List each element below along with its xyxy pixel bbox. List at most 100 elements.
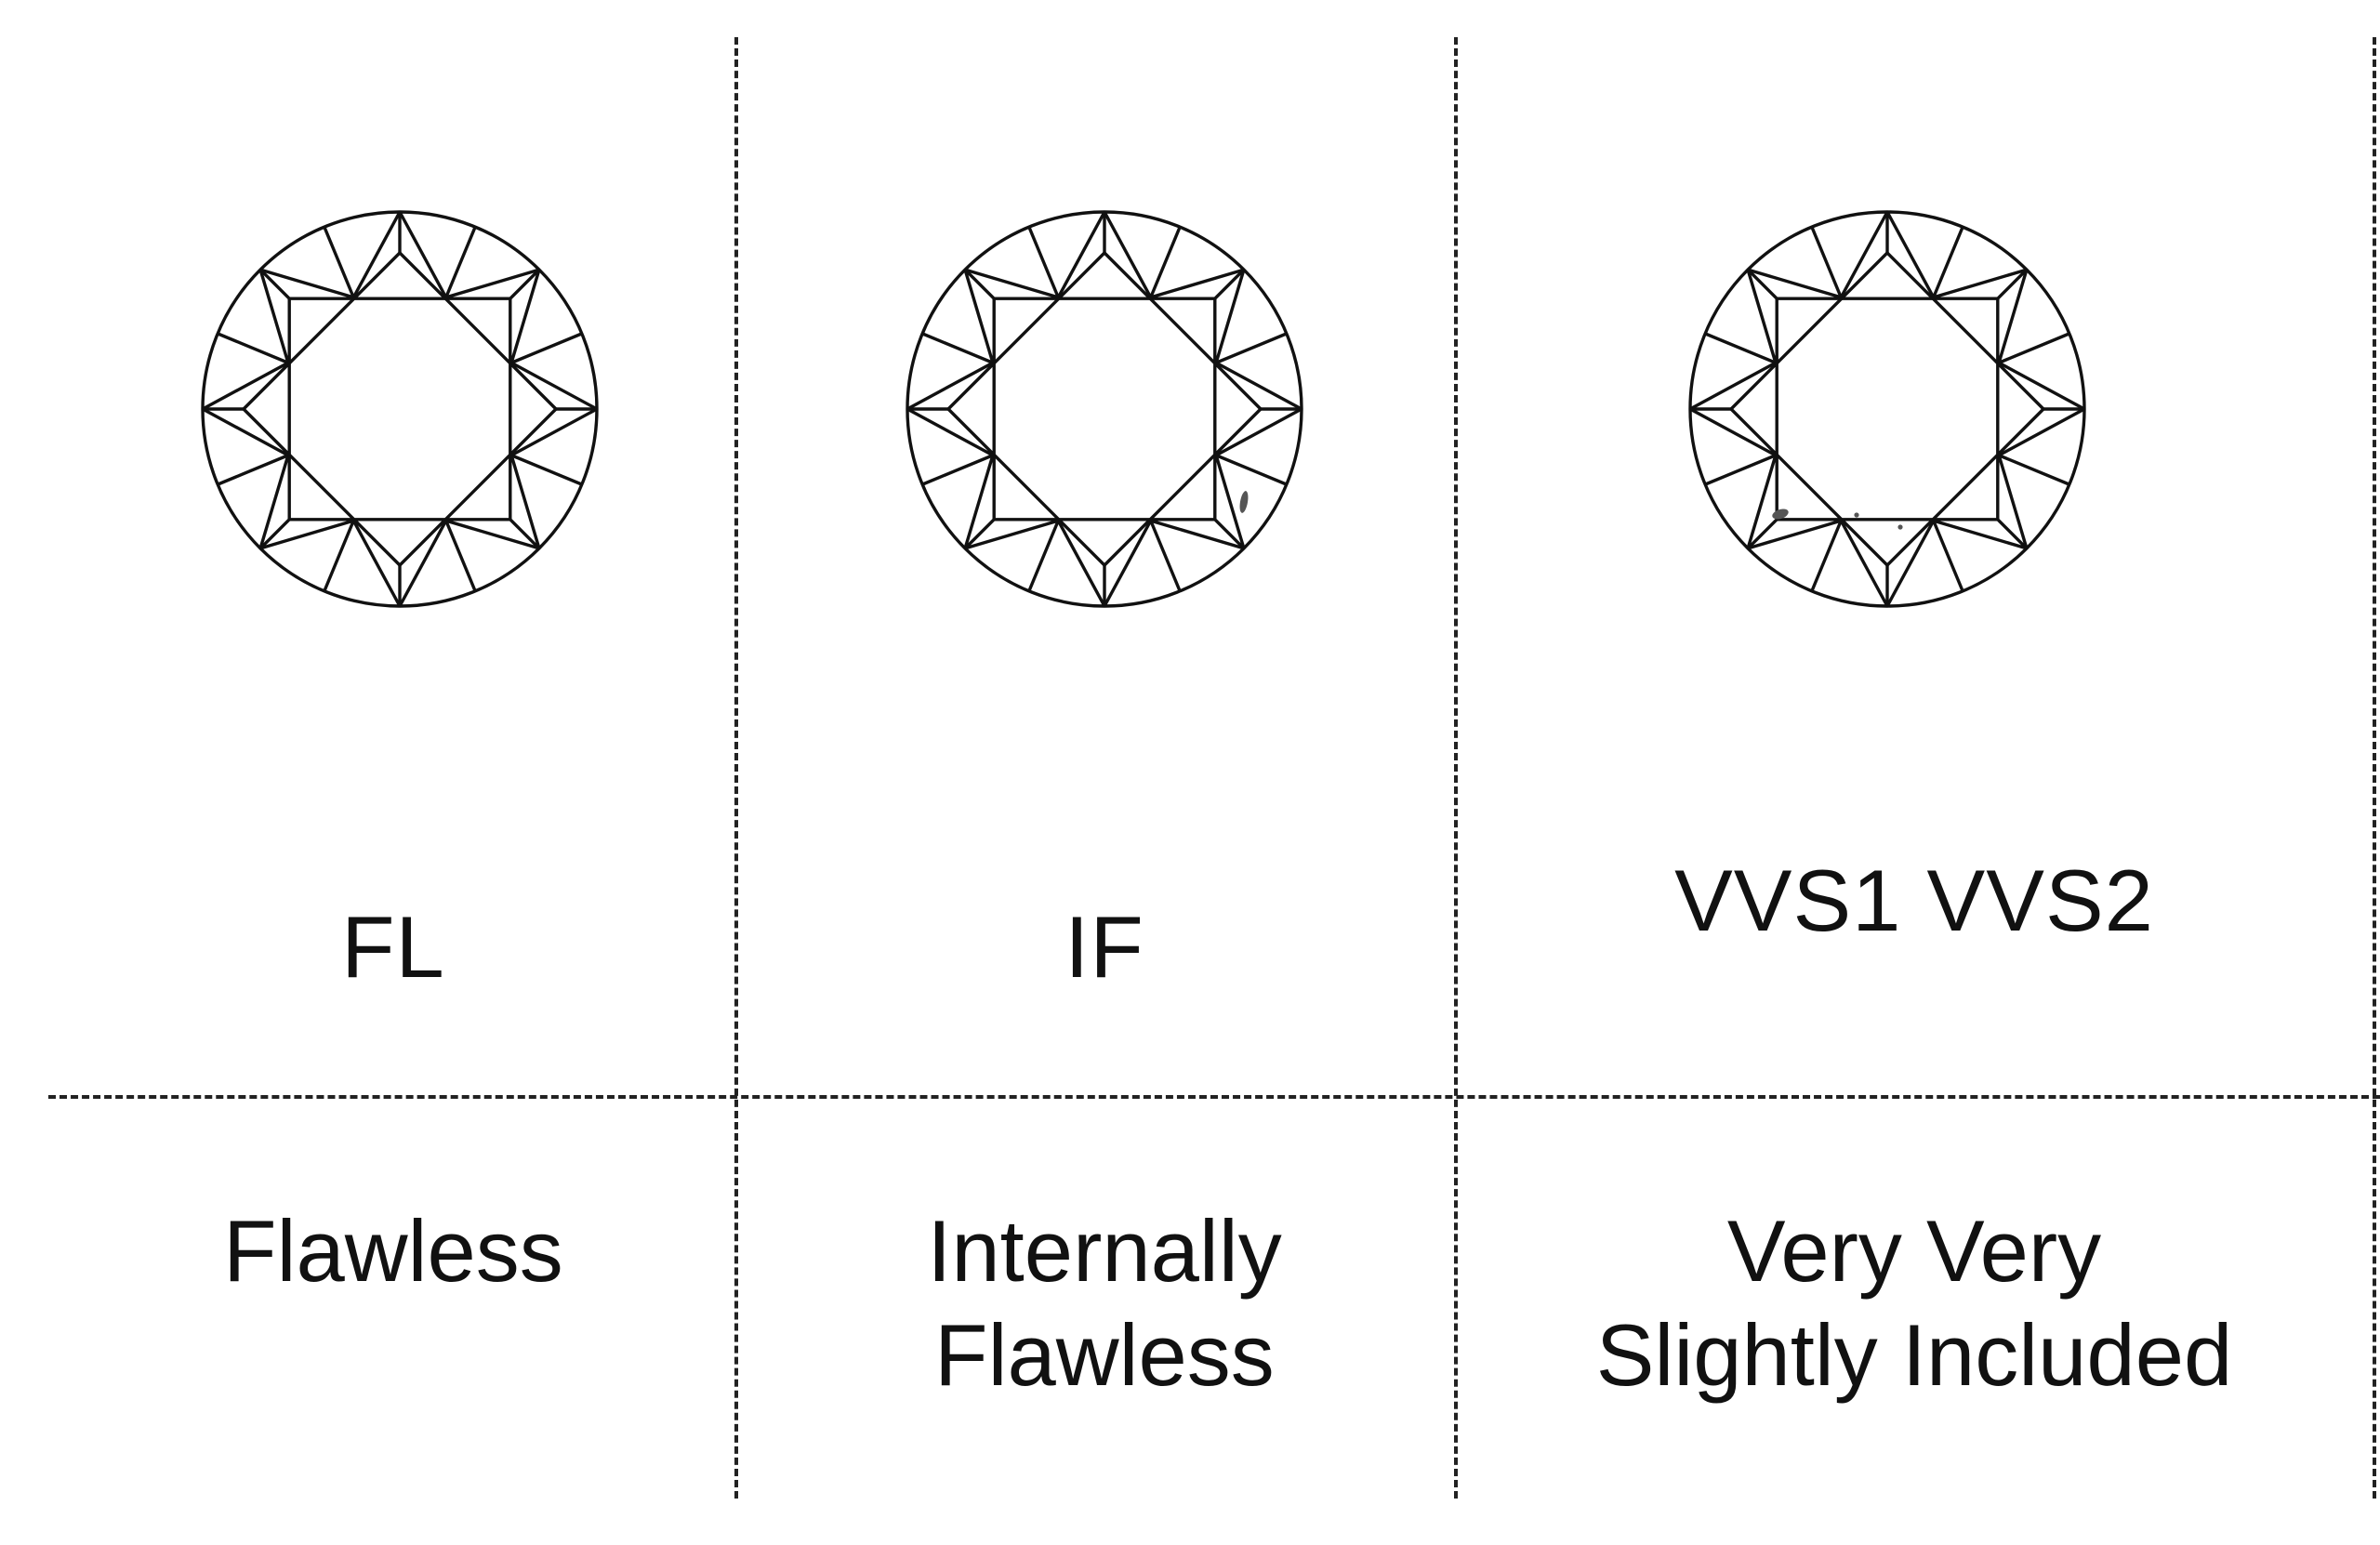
facet-edge: [1933, 268, 2028, 299]
facet-edge: [509, 455, 541, 549]
row-divider: [48, 1095, 2380, 1099]
grade-name: Internally Flawless: [736, 1199, 1473, 1407]
facet-edge: [1998, 361, 2085, 411]
facet-edge: [1932, 226, 1964, 298]
grade-name: Flawless: [0, 1199, 787, 1303]
facet-edge: [509, 269, 541, 363]
facet-edge: [445, 268, 540, 299]
inclusion-mark: [1239, 491, 1249, 513]
facet-edge: [510, 407, 598, 457]
facet-edge: [1885, 211, 1936, 298]
facet-edge: [1215, 361, 1302, 411]
facet-edge: [921, 332, 994, 364]
facet-edge: [258, 455, 290, 549]
facet-edge: [1150, 519, 1245, 550]
facet-edge: [259, 519, 354, 550]
facet-edge: [1997, 455, 2029, 549]
facet-edge: [1150, 268, 1245, 299]
grade-column-if: IF Internally Flawless: [736, 0, 1473, 1545]
facet-edge: [258, 269, 290, 363]
facet-edge: [217, 332, 289, 364]
facet-edge: [906, 407, 994, 457]
facet-edge: [202, 361, 289, 411]
facet-edge: [1056, 520, 1106, 607]
facet-edge: [1998, 407, 2085, 457]
facet-edge: [351, 520, 402, 607]
facet-edge: [1027, 520, 1060, 592]
facet-edge: [1998, 454, 2070, 486]
grade-code: VVS1 VVS2: [1674, 852, 2154, 949]
grade-name-line: Internally: [927, 1202, 1282, 1300]
facet-edge: [351, 211, 402, 298]
facet-edge: [1214, 455, 1246, 549]
diamond-icon: [906, 210, 1303, 608]
facet-edge: [1746, 455, 1778, 549]
facet-edge: [1810, 520, 1843, 592]
facet-edge: [1996, 518, 2029, 550]
facet-edge: [445, 519, 540, 550]
facet-edge: [259, 268, 354, 299]
facet-edge: [398, 211, 448, 298]
facet-edge: [964, 519, 1059, 550]
inclusion-mark: [1772, 508, 1789, 520]
grade-column-vvs: VVS1 VVS2 Very Very Slightly Included: [1456, 0, 2373, 1545]
facet-edge: [1810, 226, 1843, 298]
facet-edge: [1027, 226, 1060, 298]
facet-edge: [1689, 407, 1777, 457]
facet-edge: [1998, 332, 2070, 364]
facet-edge: [258, 268, 291, 300]
grade-name: Very Very Slightly Included: [1456, 1199, 2373, 1407]
grade-column-fl: FL Flawless: [0, 0, 787, 1545]
facet-edge: [1996, 268, 2029, 300]
column-divider-3: [2373, 37, 2376, 1499]
facet-edge: [1839, 520, 1889, 607]
facet-edge: [1839, 211, 1889, 298]
facet-edge: [1149, 520, 1182, 592]
facet-edge: [963, 268, 996, 300]
facet-edge: [963, 269, 995, 363]
facet-edge: [202, 407, 289, 457]
facet-edge: [323, 226, 355, 298]
facet-edge: [1103, 520, 1153, 607]
facet-edge: [1056, 211, 1106, 298]
facet-edge: [509, 518, 541, 550]
facet-edge: [1747, 268, 1842, 299]
facet-edge: [1704, 454, 1777, 486]
facet-edge: [444, 226, 477, 298]
facet-edge: [1213, 518, 1246, 550]
facet-edge: [510, 361, 598, 411]
facet-edge: [1149, 226, 1182, 298]
facet-edge: [1997, 269, 2029, 363]
facet-edge: [258, 518, 291, 550]
diamond-icon: [201, 210, 599, 608]
facet-edge: [1689, 361, 1777, 411]
column-divider-2: [1454, 37, 1458, 1499]
facet-edge: [510, 454, 583, 486]
grade-code: IF: [1064, 898, 1144, 996]
facet-square: [287, 297, 512, 522]
grade-name-line: Slightly Included: [1595, 1306, 2233, 1404]
facet-edge: [1215, 407, 1302, 457]
facet-edge: [444, 520, 477, 592]
diamond-icon: [1688, 210, 2086, 608]
facet-edge: [1704, 332, 1777, 364]
facet-edge: [509, 268, 541, 300]
grade-name-line: Flawless: [934, 1306, 1275, 1404]
facet-edge: [217, 454, 289, 486]
facet-edge: [1747, 519, 1842, 550]
facet-edge: [1746, 518, 1778, 550]
facet-edge: [1214, 269, 1246, 363]
grade-name-line: Flawless: [223, 1202, 563, 1300]
pinpoint-mark: [1854, 512, 1859, 518]
facet-edge: [963, 518, 996, 550]
facet-edge: [964, 268, 1059, 299]
facet-edge: [1213, 268, 1246, 300]
facet-edge: [1746, 268, 1778, 300]
facet-edge: [1215, 332, 1288, 364]
facet-edge: [1932, 520, 1964, 592]
facet-edge: [323, 520, 355, 592]
facet-edge: [1933, 519, 2028, 550]
facet-edge: [398, 520, 448, 607]
facet-edge: [1746, 269, 1778, 363]
